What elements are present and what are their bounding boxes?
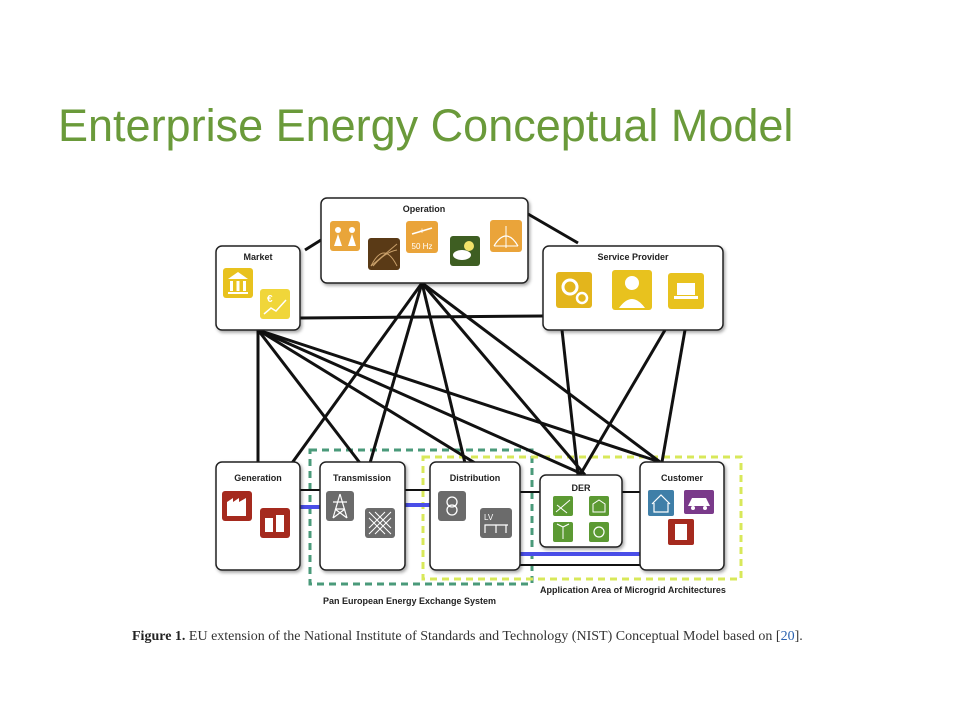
- generation-domain: Generation: [215, 461, 301, 571]
- gears-icon: [556, 272, 592, 308]
- chart-curve-icon: [490, 220, 522, 252]
- caption-text: EU extension of the National Institute o…: [185, 629, 781, 644]
- domain-connectors: [256, 212, 687, 476]
- transformer-icon: [438, 491, 466, 521]
- solar-panel-icon: [553, 496, 573, 516]
- transmission-tower-icon: [326, 491, 354, 521]
- der-domain: DER: [539, 474, 623, 548]
- substation-grid-icon: [365, 508, 395, 538]
- weather-sun-cloud-icon: [450, 236, 480, 266]
- figure-caption: Figure 1. EU extension of the National I…: [132, 626, 852, 647]
- transmission-domain: Transmission: [319, 461, 406, 571]
- microgrid-region: [421, 455, 743, 581]
- transmission-label: Transmission: [333, 473, 391, 483]
- customer-label: Customer: [661, 473, 704, 483]
- service-provider-domain: Service Provider: [542, 245, 724, 331]
- frequency-icon: + 50 Hz: [406, 221, 438, 253]
- customer-domain: Customer: [639, 461, 725, 571]
- pan-european-region: [308, 448, 534, 586]
- blue-flow-lines: [300, 503, 640, 556]
- microgrid-label: Application Area of Microgrid Architectu…: [540, 585, 726, 595]
- euro-trend-icon: €: [260, 289, 290, 319]
- house-icon: [648, 490, 674, 516]
- laptop-icon: [668, 273, 704, 309]
- svg-text:€: €: [267, 294, 273, 305]
- svg-text:+: +: [419, 226, 424, 236]
- wind-turbine-icon: [553, 522, 573, 542]
- svg-text:LV: LV: [484, 513, 494, 522]
- domain-links-horizontal: [300, 489, 640, 566]
- der-label: DER: [571, 483, 591, 493]
- operation-domain: Operation + 50 Hz: [320, 197, 529, 284]
- distribution-domain: Distribution LV: [429, 461, 521, 571]
- battery-storage-icon: [589, 522, 609, 542]
- operation-label: Operation: [403, 204, 446, 214]
- caption-end: ].: [794, 629, 803, 644]
- factory-icon: [260, 508, 290, 538]
- distribution-label: Distribution: [450, 473, 501, 483]
- caption-reference-link[interactable]: 20: [780, 629, 795, 644]
- generation-label: Generation: [234, 473, 282, 483]
- market-label: Market: [243, 252, 272, 262]
- grid-waveform-icon: [368, 238, 400, 270]
- person-icon: [612, 270, 652, 310]
- caption-figure-label: Figure 1.: [132, 629, 186, 644]
- vehicle-icon: [684, 490, 714, 514]
- low-voltage-icon: LV: [480, 508, 512, 538]
- appliance-icon: [668, 519, 694, 545]
- svg-text:50 Hz: 50 Hz: [412, 242, 433, 251]
- market-domain: Market €: [215, 245, 301, 331]
- slide-title: Enterprise Energy Conceptual Model: [58, 100, 794, 151]
- service-provider-label: Service Provider: [597, 252, 669, 262]
- people-balance-icon: [330, 221, 360, 251]
- bank-icon: [223, 268, 253, 298]
- power-plant-icon: [222, 491, 252, 521]
- building-icon: [589, 496, 609, 516]
- pan-european-label: Pan European Energy Exchange System: [323, 596, 496, 606]
